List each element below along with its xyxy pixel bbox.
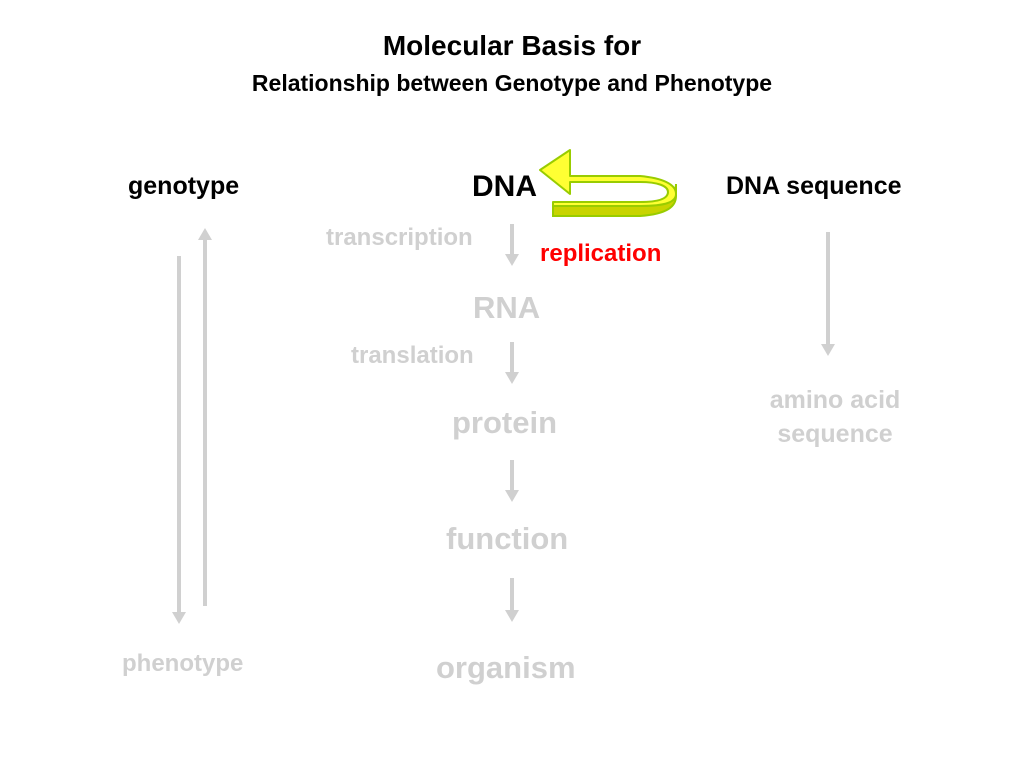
phenotype-label: phenotype: [122, 650, 244, 677]
amino-acid-line-2: sequence: [777, 420, 893, 448]
dna-sequence-label: DNA sequence: [726, 172, 902, 200]
transcription-arrow: [505, 224, 519, 266]
genotype-to-phenotype-arrow: [172, 256, 186, 624]
amino-acid-line-1: amino acid: [769, 386, 901, 414]
replication-arrow: [539, 149, 677, 217]
title-line-1: Molecular Basis for: [382, 30, 642, 61]
protein-label: protein: [452, 405, 558, 440]
genotype-label: genotype: [128, 172, 240, 200]
function-to-organism-arrow: [505, 578, 519, 622]
phenotype-to-genotype-arrow: [198, 228, 212, 606]
transcription-label: transcription: [326, 224, 473, 251]
organism-label: organism: [436, 650, 576, 685]
rna-label: RNA: [473, 290, 541, 325]
title-line-2: Relationship between Genotype and Phenot…: [251, 70, 773, 96]
translation-arrow: [505, 342, 519, 384]
translation-label: translation: [351, 342, 474, 369]
function-label: function: [446, 521, 569, 556]
protein-to-function-arrow: [505, 460, 519, 502]
dna-sequence-to-amino-acid-arrow: [821, 232, 835, 356]
dna-label: DNA: [472, 170, 537, 203]
replication-label: replication: [540, 240, 662, 267]
